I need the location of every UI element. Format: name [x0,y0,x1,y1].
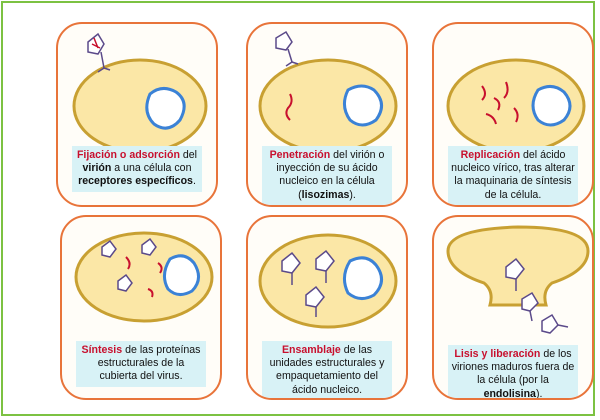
viral-dna [285,93,293,121]
step-card-assembly: Ensamblaje de las unidades estructurales… [246,215,408,400]
cell-illustration [258,233,398,329]
step-card-lysis: Lisis y liberación de los viriones madur… [432,215,594,400]
step-keyword: Síntesis [81,344,123,356]
viral-capsids [101,237,157,292]
bacteriophage-icon [87,32,111,73]
step-keyword: Penetración [269,149,331,161]
step-keyword: Replicación [460,149,521,161]
nucleus [531,85,572,127]
cell-illustration [258,30,398,154]
step-keyword: Fijación o adsorción [76,149,180,161]
step-card-adsorption: Fijación o adsorción del virión a una cé… [56,22,218,207]
step-caption: Ensamblaje de las unidades estructurales… [262,341,392,398]
step-keyword: Ensamblaje [281,344,341,356]
nucleus [343,84,383,127]
step-card-synthesis: Síntesis de las proteínas estructurales … [60,215,222,400]
viral-dna-copies [481,81,519,125]
step-caption: Lisis y liberación de los viriones madur… [448,345,578,398]
nucleus [343,256,383,300]
cell-illustration [446,58,586,154]
step-card-replication: Replicación del ácido nucleico vírico, t… [432,22,594,207]
step-caption: Replicación del ácido nucleico vírico, t… [448,146,578,205]
assembled-virions [281,249,335,317]
host-cell [72,58,208,154]
cell-illustration [446,225,590,334]
step-keyword: Lisis y liberación [454,348,541,360]
step-caption: Penetración del virión o inyección de su… [262,146,392,205]
nucleus [163,254,200,296]
step-card-penetration: Penetración del virión o inyección de su… [246,22,408,207]
cell-illustration [74,231,214,323]
nucleus [145,87,186,130]
step-caption: Fijación o adsorción del virión a una cé… [72,146,202,192]
viral-dna [125,256,163,298]
bacteriophage-icon [275,30,299,67]
step-caption: Síntesis de las proteínas estructurales … [76,341,206,387]
cell-illustration [72,32,208,154]
released-virions [505,257,569,334]
